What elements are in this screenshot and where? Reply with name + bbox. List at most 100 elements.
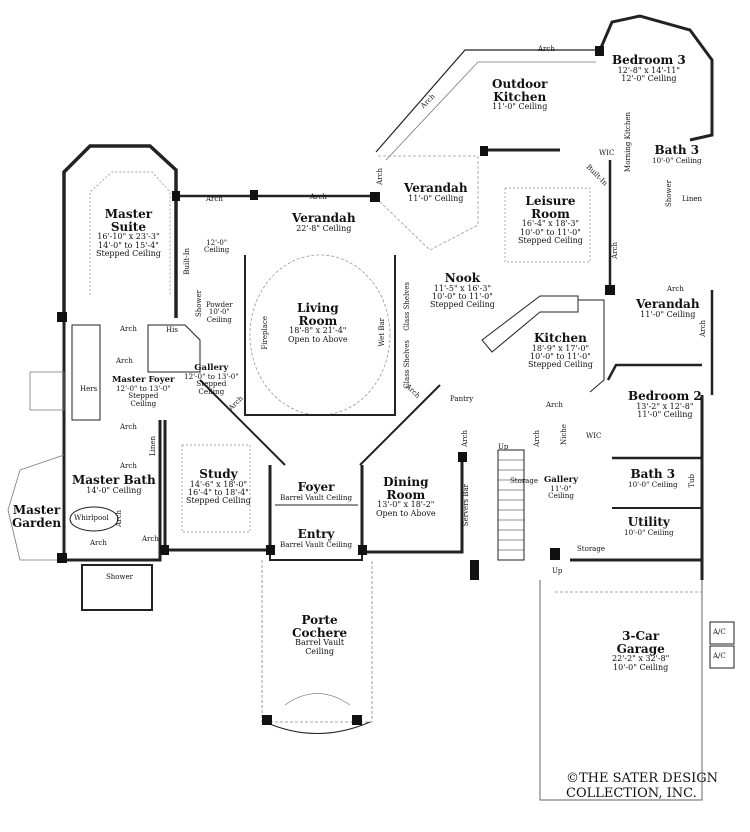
master-garden-label: Master Garden (12, 504, 61, 529)
diagonal-gallery-right (359, 384, 441, 466)
garage-name1: 3-Car (622, 629, 660, 643)
master-bath-label: Master Bath 14'-0" Ceiling (72, 474, 156, 495)
up-label-stair: Up (498, 443, 509, 451)
wic-label-bedroom2: WIC (586, 432, 602, 440)
whirlpool-tub (69, 506, 119, 532)
master-suite-name2: Suite (110, 219, 146, 234)
bath3-upper-ceiling: 10'-0" Ceiling (652, 155, 702, 165)
verandah-main-name: Verandah (292, 211, 356, 225)
leisure-room-label: Leisure Room 16'-4" x 18'-3" 10'-0" to 1… (518, 195, 583, 245)
verandah-right-label: Verandah 11'-0" Ceiling (636, 298, 700, 319)
bedroom2-dims: 13'-2" x 12'-8" (636, 401, 694, 411)
copyright-line1: ©THE SATER DESIGN (566, 771, 719, 786)
entry-ceiling: Barrel Vault Ceiling (280, 539, 353, 549)
servers-bar-label: Servers Bar (462, 484, 470, 527)
master-bath-ceiling: 14'-0" Ceiling (86, 485, 142, 495)
shower-label-master: Shower (106, 573, 133, 581)
dining-room-name1: Dining (383, 475, 429, 489)
verandah-main-ceiling: 22'-8" Ceiling (296, 223, 352, 233)
nook-dims: 11'-5" x 16'-3" (433, 283, 492, 293)
diagonal-gallery-left (199, 379, 286, 466)
porte-cochere-arch (264, 721, 371, 734)
master-foyer-ceiling2: Stepped (128, 391, 159, 401)
master-garden-name2: Garden (12, 515, 62, 530)
arch-label-master-bath: Arch (120, 462, 137, 470)
arch-label-verandah-right-top: Arch (667, 285, 684, 293)
living-room-label: Living Room 18'-8" x 21'-4" Open to Abov… (288, 302, 348, 344)
copyright-line2: COLLECTION, INC. (566, 785, 697, 801)
linen-label-master: Linen (149, 436, 157, 457)
bedroom3-name: Bedroom 3 (612, 53, 686, 67)
closet-12-line2: Ceiling (204, 246, 230, 255)
kitchen-ceiling2: Stepped Ceiling (528, 360, 593, 370)
powder-label: Powder 10'-0" Ceiling (206, 301, 233, 324)
master-foyer-label: Master Foyer 12'-0" to 13'-0" Stepped Ce… (112, 376, 175, 408)
arch-label-linen: Arch (120, 423, 137, 431)
ac-unit-2 (709, 645, 735, 669)
study-dims2: 16'-4" to 18'-4" (188, 487, 249, 497)
arch-label-kitchen: Arch (546, 401, 563, 409)
gallery-left-ceiling3: Ceiling (198, 387, 225, 397)
closet-12-label: 12'-0" Ceiling (204, 239, 230, 255)
study-name: Study (199, 467, 238, 481)
bedroom3-label: Bedroom 3 12'-8" x 14'-11" 12'-0" Ceilin… (612, 54, 686, 83)
arch-label-top: Arch (538, 45, 555, 53)
niche-label: Niche (560, 424, 568, 445)
verandah-top-label: Verandah 11'-0" Ceiling (404, 182, 468, 203)
powder-line3: Ceiling (206, 315, 232, 324)
outdoor-kitchen-name1: Outdoor (492, 77, 548, 91)
porte-cochere-ceiling2: Ceiling (305, 646, 334, 656)
leisure-room-dims: 16'-4" x 18'-3" (521, 219, 580, 229)
arch-label-stair: Arch (533, 430, 541, 447)
kitchen-counter (578, 299, 605, 393)
arch-label-master-foyer: Arch (116, 357, 133, 365)
hers-label: Hers (80, 385, 98, 393)
gallery-left-ceiling1: 12'-0" to 13'-0" (184, 371, 239, 381)
gallery-right-ceiling1: 11'-0" (550, 483, 572, 493)
foyer-label: Foyer Barrel Vault Ceiling (280, 481, 352, 501)
nook-name: Nook (444, 271, 481, 285)
hers-closet (71, 324, 101, 421)
nook-label: Nook 11'-5" x 16'-3" 10'-0" to 11'-0" St… (430, 272, 495, 310)
verandah-right-name: Verandah (636, 297, 700, 311)
gallery-left-label: Gallery 12'-0" to 13'-0" Stepped Ceiling (184, 364, 239, 396)
garage-outline (539, 580, 703, 801)
built-in-label-master: Built-In (183, 248, 191, 275)
master-suite-ceiling2: Stepped Ceiling (96, 248, 161, 258)
up-label-garage: Up (552, 567, 563, 575)
master-suite-label: Master Suite 16'-10" x 23'-3" 14'-0" to … (96, 208, 161, 258)
master-foyer-ceiling3: Ceiling (130, 399, 157, 409)
kitchen-ceiling1: 10'-0" to 11'-0" (530, 351, 591, 361)
living-room-name1: Living (297, 301, 339, 315)
entry-name: Entry (297, 527, 335, 541)
fireplace-label: Fireplace (261, 316, 269, 350)
outdoor-kitchen-label: Outdoor Kitchen 11'-0" Ceiling (492, 78, 547, 112)
living-room-ceiling: Open to Above (288, 334, 348, 344)
wic-label-bath3: WIC (599, 149, 615, 157)
leisure-room-ceiling2: Stepped Ceiling (518, 235, 583, 245)
arch-label-verandah-right: Arch (310, 193, 327, 201)
master-suite-ceiling1: 14'-0" to 15'-4" (98, 240, 159, 250)
verandah-top-outline (377, 155, 479, 251)
arch-label-garden: Arch (90, 539, 107, 547)
arch-label-master-foyer-top: Arch (120, 325, 137, 333)
utility-ceiling: 10'-0" Ceiling (624, 527, 674, 537)
living-room-dims: 18'-8" x 21'-4" (289, 326, 347, 336)
master-bath-walls (62, 318, 162, 562)
kitchen-island (481, 295, 579, 353)
arch-label-whirlpool: Arch (115, 510, 123, 527)
arch-label-leisure: Arch (611, 242, 619, 259)
master-foyer-name: Master Foyer (112, 375, 175, 385)
copyright: ©THE SATER DESIGN COLLECTION, INC. (566, 771, 719, 802)
verandah-main-label: Verandah 22'-8" Ceiling (292, 212, 356, 233)
tub-label: Tub (688, 474, 696, 488)
gallery-right-name: Gallery (544, 475, 579, 485)
ac-label-2: A/C (713, 652, 726, 660)
kitchen-name: Kitchen (533, 331, 587, 345)
glass-shelves-label-top: Glass Shelves (403, 282, 411, 331)
porte-cochere-name2: Cochere (292, 625, 348, 640)
dining-room-name2: Room (386, 487, 426, 502)
dining-room-dims: 13'-0" x 18'-2" (377, 500, 435, 510)
